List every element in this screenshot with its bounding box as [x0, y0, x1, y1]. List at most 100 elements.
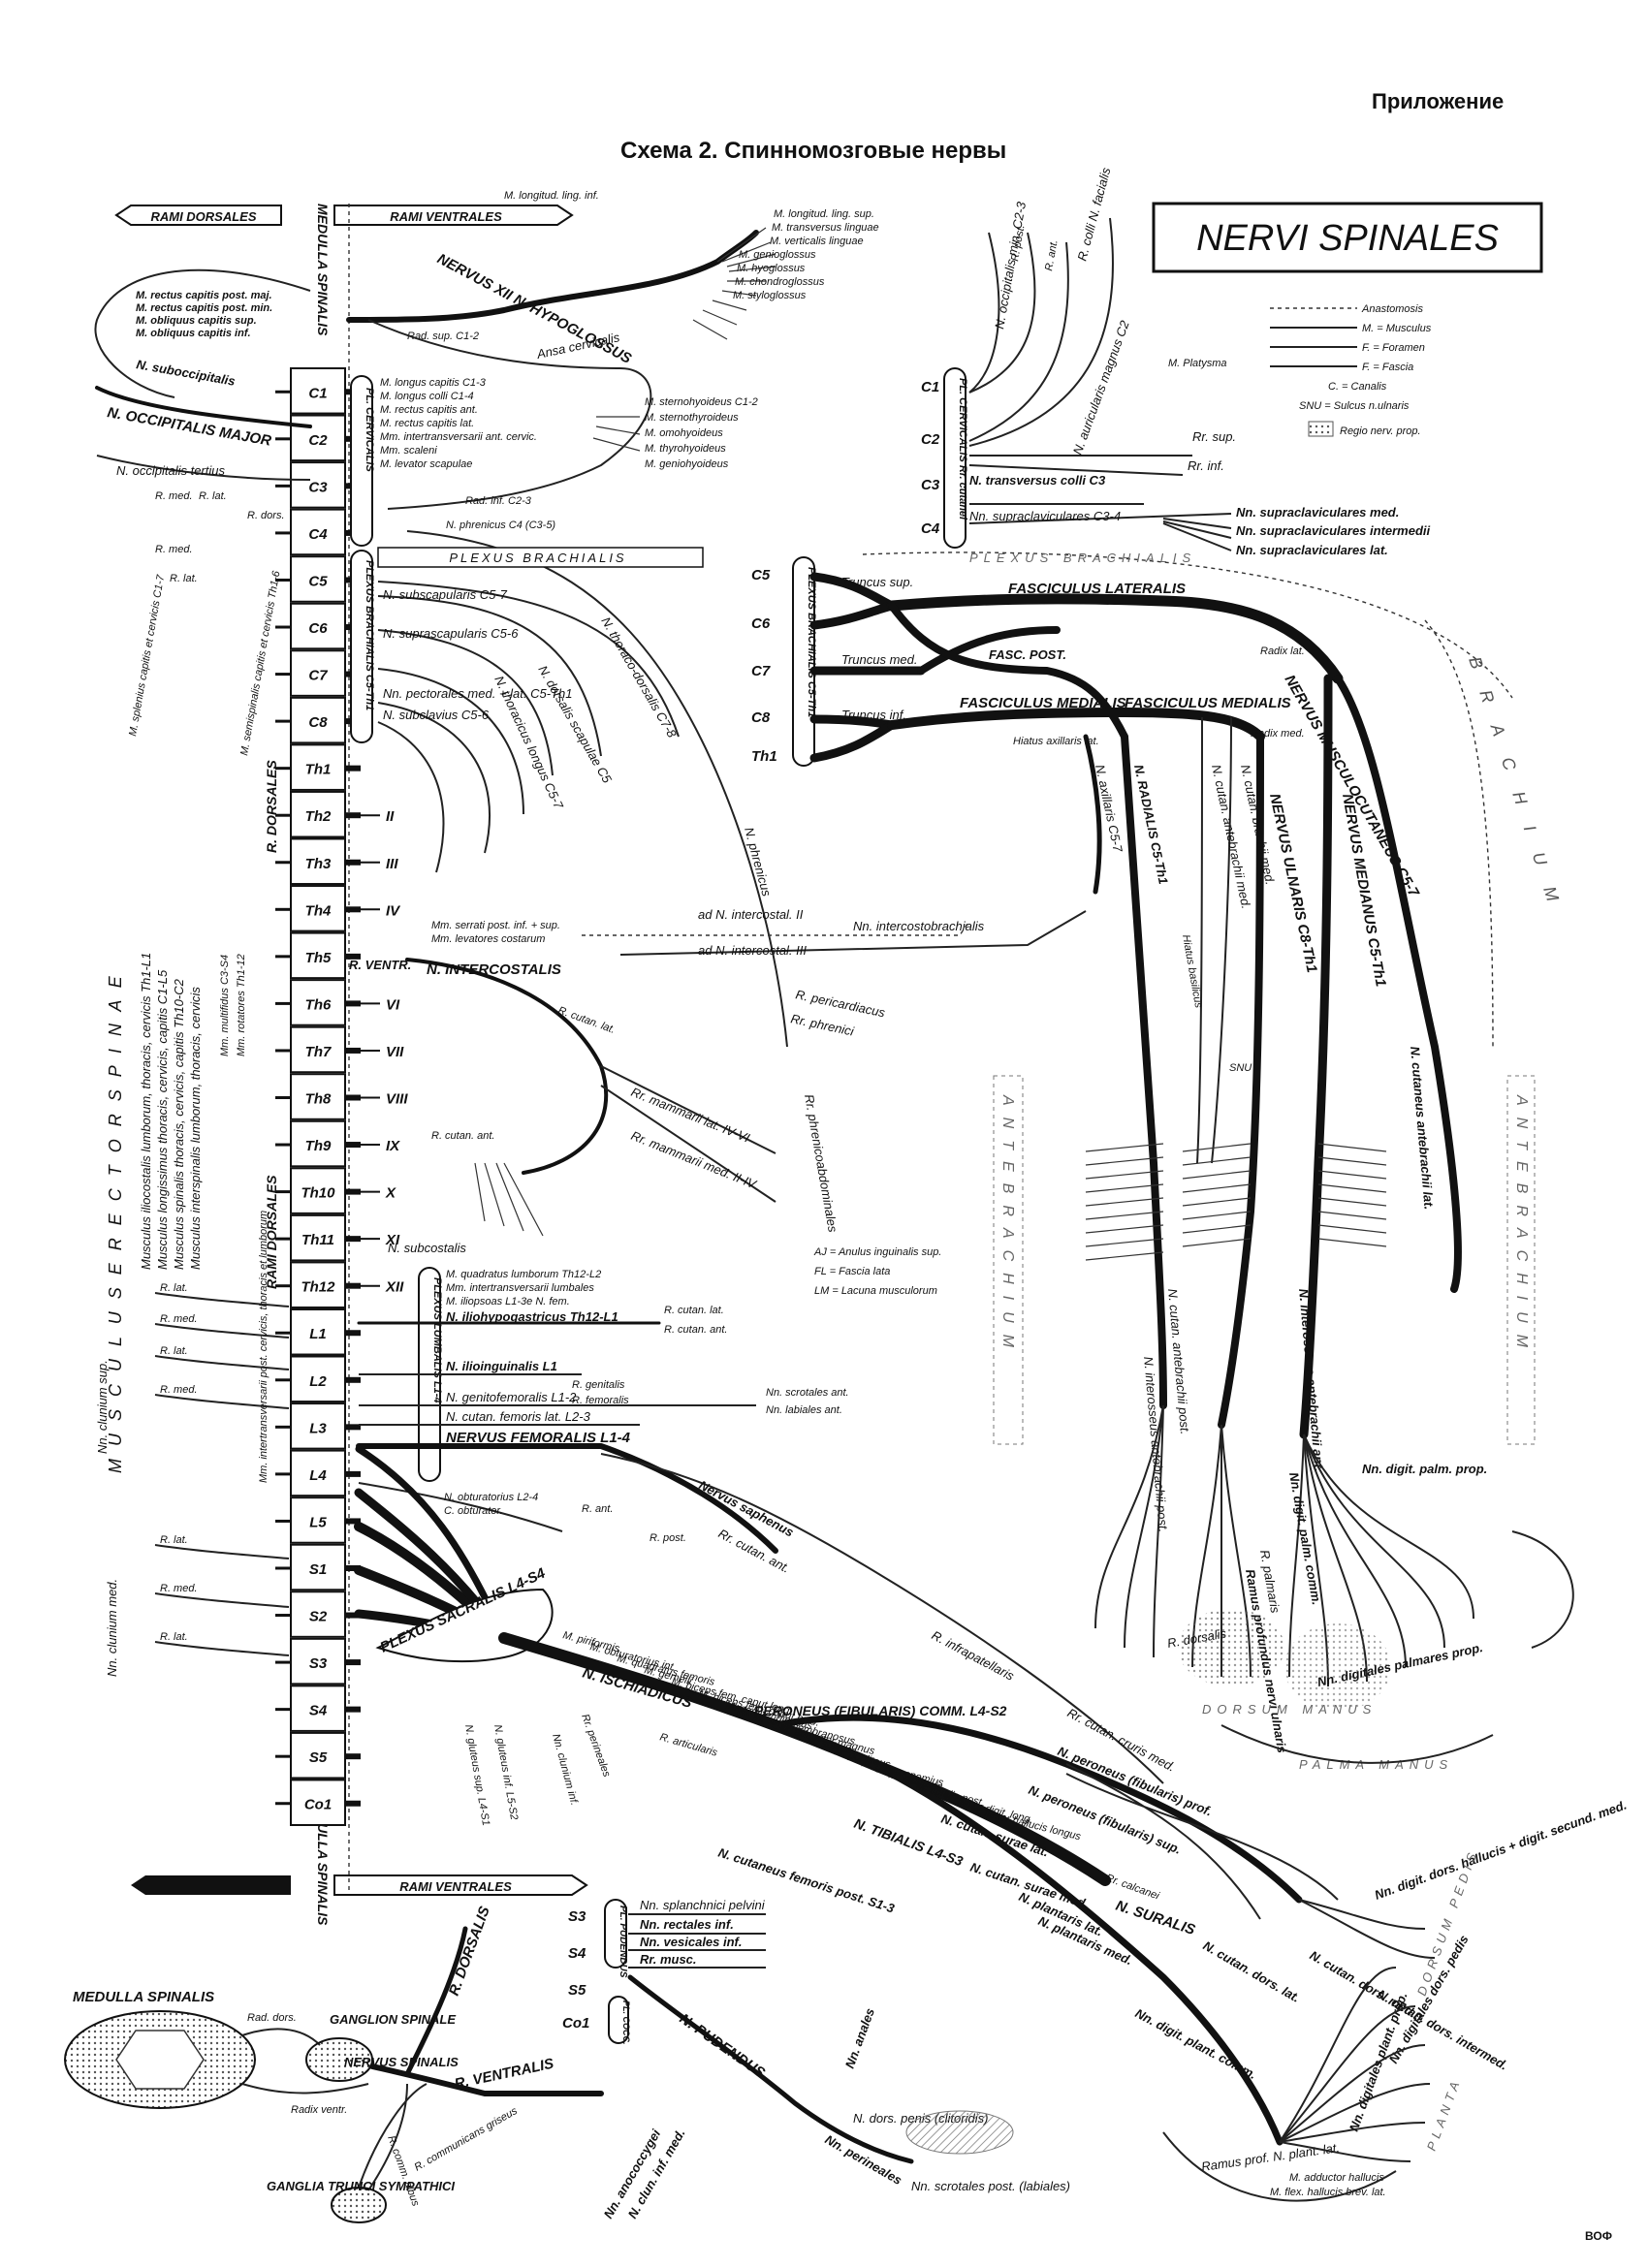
femoralis-nerve [356, 1443, 778, 1554]
hypoglossus-branches [692, 227, 776, 340]
key-fl: FL = Fascia lata [814, 1266, 890, 1277]
phrenicoabdominales-label: Rr. phrenicoabdominales [802, 1093, 840, 1234]
c1-right: C1 [921, 379, 939, 395]
banner-rami-ventrales-top: RAMI VENTRALES [333, 205, 574, 226]
cervical-muscle-6: M. levator scapulae [380, 458, 472, 470]
co1-pud: Co1 [562, 2015, 589, 2032]
phrenicus-label: N. phrenicus [742, 826, 775, 898]
banner-rami-dorsales-text: RAMI DORSALES [150, 209, 256, 224]
intercostal-numeral-4: VII [386, 1044, 404, 1060]
intercostal-numeral-9: XII [385, 1279, 404, 1296]
th1-right: Th1 [751, 748, 777, 765]
iliohypogastricus-label: N. iliohypogastricus Th12-L1 [446, 1309, 618, 1324]
segment-label-c4: C4 [308, 526, 328, 543]
segment-box-l5 [290, 1496, 346, 1544]
erector-spinae-vertical: M U S C U L U S E R E C T O R S P I N A … [106, 972, 125, 1473]
lumbar-dorsal-label-3: R. med. [160, 1384, 198, 1396]
legend-foramen: F. = Foramen [1362, 342, 1425, 354]
c3-right: C3 [921, 477, 940, 493]
appendix-label: Приложение [1372, 89, 1505, 113]
legend-musculus: M. = Musculus [1362, 323, 1432, 334]
pectorales-label: Nn. pectorales med. + lat. C5-Th1 [383, 686, 572, 701]
r-genitalis-label: R. genitalis [572, 1379, 625, 1391]
segment-label-c8: C8 [308, 714, 328, 731]
lumbar-dorsal-line-4 [154, 1544, 290, 1559]
foot-ray-5 [1279, 2141, 1411, 2162]
r-lat-neck: R. lat. [199, 490, 227, 502]
intercostal-numeral-2: IV [386, 902, 401, 919]
legend: Anastomosis M. = Musculus F. = Foramen F… [1270, 303, 1432, 437]
truncus-sup-label: Truncus sup. [841, 575, 913, 589]
rr-sup-label: Rr. sup. [1192, 429, 1236, 444]
rr-inf-label: Rr. inf. [1188, 458, 1224, 473]
r-post-obt-label: R. post. [650, 1532, 686, 1544]
tongue-muscle-6: M. chondroglossus [735, 276, 825, 288]
forearm-branch-2-7 [1317, 1238, 1387, 1247]
multifidus-label: Mm. multifidus C3-S4 [219, 955, 231, 1056]
digit-palm-comm-label: Nn. digit. palm. comm. [1286, 1471, 1324, 1606]
cs-radix-ventralis [241, 2083, 369, 2095]
segment-label-co1: Co1 [304, 1797, 332, 1813]
tibialis-nerve [869, 1760, 1284, 2146]
c4-right: C4 [921, 520, 940, 537]
segment-box-th9 [290, 1119, 346, 1168]
fasciculus-posterior [888, 602, 1128, 740]
foot-ray-1 [1279, 2005, 1416, 2143]
medulla-label-top: MEDULLA SPINALIS [315, 204, 331, 336]
segment-label-th1: Th1 [305, 762, 332, 778]
key-aj: AJ = Anulus inguinalis sup. [813, 1246, 941, 1258]
phrenicus-root-label: N. phrenicus C4 (C3-5) [446, 520, 555, 531]
interosseus-ant-label: N. interosseus antebrachii ant. [1296, 1288, 1326, 1472]
segment-box-th5 [290, 931, 346, 980]
tongue-muscle-1: M. longitud. ling. sup. [774, 208, 874, 220]
s5-pud: S5 [568, 1982, 586, 1999]
dorsal-neck-muscle-list: M. rectus capitis post. maj.M. rectus ca… [136, 290, 272, 339]
foot-ray-4 [1279, 2122, 1426, 2143]
hand-regio-shading-2 [1284, 1623, 1391, 1711]
snu-label: SNU [1229, 1062, 1252, 1074]
fasc-med-label-2: FASCICULUS MEDIALIS [1125, 695, 1291, 711]
gluteus-inf-label: N. gluteus inf. L5-S2 [491, 1723, 520, 1820]
cs-r-dorsalis-line [404, 1926, 468, 2077]
cs-radix-ventr-label: Radix ventr. [291, 2104, 347, 2116]
r-cutan-lat-l-label: R. cutan. lat. [664, 1305, 724, 1316]
legend-regio: Regio nerv. prop. [1340, 425, 1421, 437]
forearm-branch-2-5 [1317, 1211, 1387, 1220]
saphenus-label: Nervus saphenus [697, 1477, 797, 1539]
antebrachium-right-box [1506, 1075, 1536, 1445]
plexus-coccyg-pill [608, 1996, 629, 2044]
occipitalis-tertius-label: N. occipitalis tertius [116, 463, 225, 478]
ulnaris-nerve [1218, 733, 1264, 1429]
hand-return-arc [1511, 1530, 1574, 1649]
dorsal-neck-muscle-2: M. obliquus capitis sup. [136, 315, 257, 327]
cs-ganglia-label: GANGLIA TRUNCI SYMPATHICI [267, 2179, 455, 2193]
forearm-branch-0-6 [1085, 1224, 1164, 1234]
tongue-muscle-list: M. longitud. ling. sup.M. transversus li… [733, 208, 879, 301]
suprascapularis-line [377, 629, 554, 776]
forearm-branch-2-6 [1317, 1224, 1387, 1234]
segment-label-c6: C6 [308, 620, 328, 637]
forearm-branch-1-5 [1182, 1211, 1252, 1220]
supraclaviculares-lines [968, 513, 1232, 551]
sacral-region: PLEXUS SACRALIS L4-S4 N. ISCHIADICUS N. … [354, 1445, 1629, 2202]
platysma-label: M. Platysma [1168, 358, 1227, 369]
segment-label-th7: Th7 [305, 1044, 332, 1060]
cs-nervus [369, 2063, 604, 2096]
brachium-label: BRACHIUM [1465, 654, 1569, 926]
forearm-branch-1-2 [1182, 1170, 1252, 1180]
subclavius-label: N. subclavius C5-6 [383, 708, 490, 722]
r-cutan-ant-th-label: R. cutan. ant. [431, 1130, 494, 1142]
r-femoralis-label: R. femoralis [572, 1395, 629, 1406]
title-box: NERVI SPINALES [1152, 202, 1543, 273]
key-lm: LM = Lacuna musculorum [814, 1285, 937, 1297]
segment-box-s3 [290, 1637, 346, 1685]
thoracodorsalis-label: N. thoraco-dorsalis C7-8 [598, 614, 680, 740]
lumbar-dorsal-label-5: R. med. [160, 1583, 198, 1594]
hand-ray-10 [1303, 1433, 1445, 1649]
intercostal-numeral-6: IX [386, 1138, 400, 1154]
occipitalis-min-label: N. occipitalis min. C2-3 [992, 200, 1029, 330]
r-med-neck-2: R. med. [155, 544, 193, 555]
r-cutan-ant-l-label: R. cutan. ant. [664, 1324, 727, 1336]
fasc-lat-mid-join [917, 626, 1061, 675]
segment-box-c2 [290, 414, 346, 462]
